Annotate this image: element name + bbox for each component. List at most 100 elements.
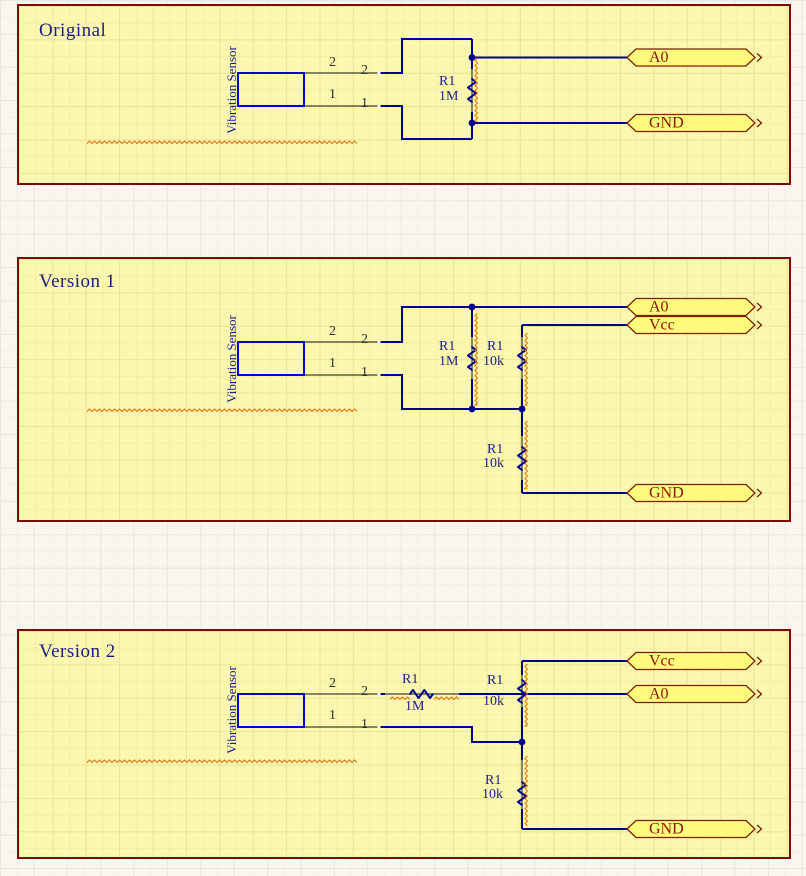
port-a0[interactable]: A0	[626, 684, 763, 704]
resistor-designator: R1	[485, 773, 502, 788]
pin-number: 1	[361, 365, 368, 380]
erc-squiggle	[389, 696, 411, 701]
port-shape	[626, 651, 756, 671]
sheet-version-2: Vcc A0 GND Version 2 Vibration Sensor 2 …	[17, 629, 791, 859]
port-chevron-icon	[756, 118, 763, 128]
panel-title: Original	[39, 20, 107, 41]
wire[interactable]	[379, 38, 627, 140]
schematic-drawing-version-2: Vcc A0 GND	[86, 651, 763, 839]
resistor-r1-1m[interactable]	[467, 337, 477, 379]
port-shape	[626, 315, 756, 335]
port-shape	[626, 483, 756, 503]
resistor-zigzag	[467, 346, 477, 371]
port-label: A0	[649, 299, 669, 316]
resistor-value: 1M	[405, 699, 425, 714]
resistor-r1-10k-top[interactable]	[517, 337, 527, 379]
resistor-value: 10k	[483, 354, 504, 369]
erc-squiggle	[433, 696, 460, 701]
port-chevron-icon	[756, 53, 763, 62]
sensor-pin-lines	[304, 693, 379, 728]
panel-title: Version 1	[39, 271, 116, 292]
port-shape	[626, 684, 756, 704]
junction-dot	[518, 738, 526, 746]
sensor-pin-lines	[304, 341, 379, 376]
sensor-body	[237, 693, 305, 728]
junction-dot	[518, 405, 526, 413]
pin-number: 1	[361, 96, 368, 111]
pin-hotspot	[377, 725, 381, 729]
wire[interactable]	[379, 306, 627, 494]
port-label: GND	[649, 485, 684, 502]
underline-squiggle	[86, 759, 358, 764]
port-gnd[interactable]: GND	[626, 483, 763, 503]
port-label: Vcc	[649, 317, 675, 334]
pin-number: 2	[361, 684, 368, 699]
port-chevron-icon	[756, 656, 763, 666]
port-label: A0	[649, 49, 669, 66]
pin-number: 2	[329, 324, 336, 339]
wire[interactable]	[379, 660, 627, 830]
erc-squiggle	[523, 332, 529, 406]
pin-number: 2	[329, 676, 336, 691]
resistor-designator: R1	[487, 339, 504, 354]
sheet-version-1: A0 Vcc GND Version 1 Vibration Sensor 2 …	[17, 257, 791, 522]
port-shape	[626, 297, 756, 317]
pin-hotspot	[377, 71, 381, 75]
erc-squiggle	[474, 57, 479, 123]
pin-hotspot	[377, 692, 381, 696]
vibration-sensor-symbol[interactable]	[237, 340, 381, 377]
resistor-designator: R1	[439, 74, 456, 89]
sheet-original: A0 GND Original Vibration Sensor 2 2 1 1…	[17, 4, 791, 185]
erc-squiggle	[523, 663, 529, 727]
port-label: A0	[649, 686, 669, 703]
junction-dot	[468, 54, 476, 61]
pin-number: 1	[329, 708, 336, 723]
port-chevron-icon	[756, 488, 763, 498]
pin-number: 2	[329, 55, 336, 70]
schematic-drawing-version-1: A0 Vcc GND	[86, 297, 763, 503]
pin-number: 1	[329, 87, 336, 102]
port-vcc[interactable]: Vcc	[626, 315, 763, 335]
junction-dot	[468, 405, 476, 413]
resistor-value: 10k	[482, 787, 503, 802]
pin-hotspot	[377, 104, 381, 108]
underline-squiggle	[86, 140, 358, 145]
port-chevron-icon	[756, 824, 763, 834]
sensor-body	[237, 72, 305, 107]
sensor-body	[237, 341, 305, 376]
port-a0[interactable]: A0	[626, 48, 763, 67]
resistor-value: 1M	[439, 89, 459, 104]
pin-hotspot	[377, 373, 381, 377]
resistor-designator: R1	[439, 339, 456, 354]
resistor-r1-10k-bottom[interactable]	[517, 760, 527, 809]
resistor-value: 10k	[483, 456, 504, 471]
resistor-value: 1M	[439, 354, 459, 369]
port-shape	[626, 113, 756, 133]
resistor-r1-1m-horizontal[interactable]	[385, 689, 459, 699]
junction-dot	[468, 119, 476, 127]
port-chevron-icon	[756, 320, 763, 330]
pin-number: 1	[329, 356, 336, 371]
resistor-designator: R1	[487, 673, 504, 688]
port-shape	[626, 48, 756, 67]
port-chevron-icon	[756, 689, 763, 699]
junction-dot	[468, 303, 476, 311]
underline-squiggle	[86, 408, 358, 413]
port-gnd[interactable]: GND	[626, 113, 763, 133]
port-label: GND	[649, 115, 684, 132]
port-vcc[interactable]: Vcc	[626, 651, 763, 671]
resistor-value: 10k	[483, 694, 504, 709]
resistor-designator: R1	[402, 672, 419, 687]
pin-number: 2	[361, 332, 368, 347]
panel-title: Version 2	[39, 641, 116, 662]
erc-squiggle	[473, 312, 479, 406]
port-a0[interactable]: A0	[626, 297, 763, 317]
vibration-sensor-symbol[interactable]	[237, 692, 381, 729]
pin-number: 1	[361, 717, 368, 732]
port-gnd[interactable]: GND	[626, 819, 763, 839]
vibration-sensor-symbol[interactable]	[237, 71, 381, 108]
resistor-zigzag	[517, 346, 527, 371]
resistor-designator: R1	[487, 442, 504, 457]
erc-squiggle	[524, 755, 529, 827]
